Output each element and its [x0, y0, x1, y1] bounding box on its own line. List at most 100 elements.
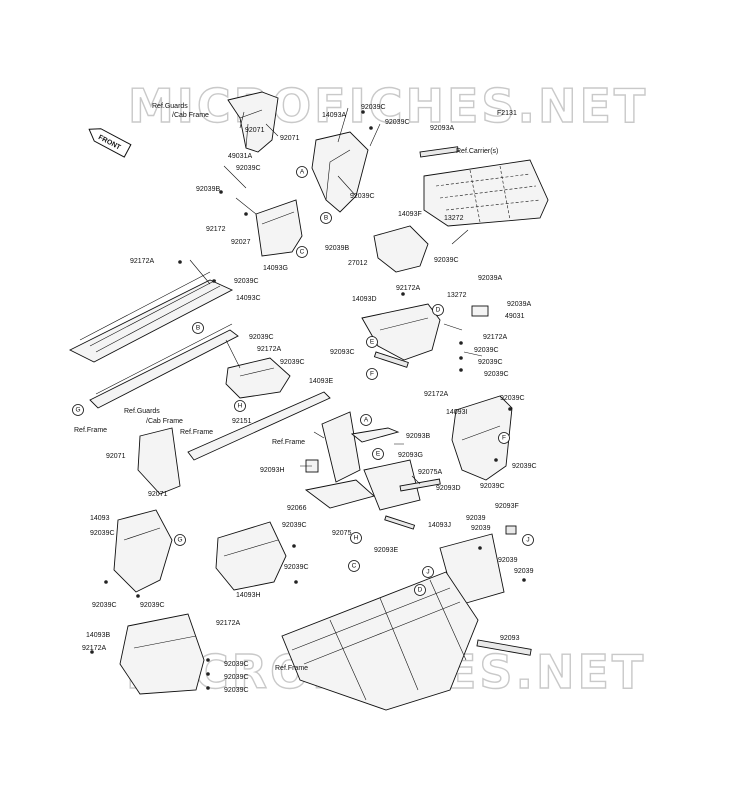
svg-text:E: E [370, 339, 375, 346]
part-label: 14093B [86, 632, 110, 639]
part-label: 92093B [406, 433, 430, 440]
part-label: 92039 [471, 525, 491, 532]
part-label: 92039C [361, 104, 386, 111]
reference-text: /Cab Frame [172, 112, 209, 119]
strip-92093c [373, 351, 409, 368]
part-label: 92093G [398, 452, 423, 459]
callout-marker: D [432, 304, 444, 316]
callout-marker: F [366, 368, 378, 380]
guard-14093 [113, 509, 173, 593]
part-label: 14093A [322, 112, 346, 119]
part-label: 92039C [224, 674, 249, 681]
callout-marker: G [72, 404, 84, 416]
part-label: 14093E [309, 378, 333, 385]
part-label: 14093D [352, 296, 377, 303]
part-label: 92039C [512, 463, 537, 470]
svg-text:C: C [300, 249, 305, 256]
svg-text:H: H [354, 535, 359, 542]
clamp-49031 [471, 305, 489, 317]
svg-text:B: B [196, 325, 200, 332]
guard-14093b [119, 613, 205, 695]
part-label: 92172A [424, 391, 448, 398]
callout-marker: H [350, 532, 362, 544]
reference-text: Ref.Guards [124, 408, 160, 415]
part-label: 92039C [350, 193, 375, 200]
part-label: 92039C [478, 359, 503, 366]
part-label: 92172A [82, 645, 106, 652]
part-label: 92075 [332, 530, 352, 537]
part-label: 14093F [398, 211, 422, 218]
part-label: 92071 [280, 135, 300, 142]
part-label: 92039 [498, 557, 518, 564]
lower-side-rail [89, 323, 239, 409]
part-label: 92093H [260, 467, 285, 474]
svg-text:D: D [436, 307, 441, 314]
guard-14093h [215, 521, 287, 591]
part-label: 13272 [444, 215, 464, 222]
guard-14093f [373, 225, 429, 273]
svg-text:G: G [75, 407, 80, 414]
main-frame [281, 571, 532, 711]
bracket-14093d [361, 303, 441, 361]
part-label: 92093A [430, 125, 454, 132]
guard-14093a [311, 131, 369, 213]
svg-text:A: A [300, 169, 305, 176]
part-label: 92039B [325, 245, 349, 252]
part-label: 14093 [90, 515, 110, 522]
part-label: 92071 [106, 453, 126, 460]
callout-marker: J [522, 534, 534, 546]
reference-text: /Cab Frame [146, 418, 183, 425]
part-label: 92039C [484, 371, 509, 378]
svg-text:J: J [526, 537, 529, 544]
part-label: 92172A [216, 620, 240, 627]
svg-text:G: G [177, 537, 182, 544]
part-label: 92093D [436, 485, 461, 492]
bracket-14093e [225, 357, 291, 399]
callout-marker: D [414, 584, 426, 596]
strip-92093a [419, 146, 459, 158]
part-label: 92093C [330, 349, 355, 356]
part-label: 92039C [385, 119, 410, 126]
leader-lines [189, 107, 483, 485]
callout-marker: F [498, 432, 510, 444]
part-labels: F2131 14093A 92039C 92039C 92093A 92071 … [82, 104, 537, 694]
part-label: 92039C [224, 661, 249, 668]
part-label: 92039C [280, 359, 305, 366]
reference-text: Ref.Frame [74, 427, 107, 434]
svg-text:F: F [370, 371, 374, 378]
part-label: 92066 [287, 505, 307, 512]
part-label: 14093I [446, 409, 467, 416]
part-label: 92172A [396, 285, 420, 292]
part-label: 92071 [245, 127, 265, 134]
part-label: 92027 [231, 239, 251, 246]
part-label: 92039C [284, 564, 309, 571]
part-label: 92172A [257, 346, 281, 353]
part-label: 92075A [418, 469, 442, 476]
part-label: 92039C [434, 257, 459, 264]
callout-marker: H [234, 400, 246, 412]
reference-text: Ref.Frame [180, 429, 213, 436]
part-label: 14093C [236, 295, 261, 302]
part-label: 92039C [236, 165, 261, 172]
part-label: 92151 [232, 418, 252, 425]
callout-marker: A [296, 166, 308, 178]
svg-text:C: C [352, 563, 357, 570]
part-label: 92093 [500, 635, 520, 642]
part-label: 27012 [348, 260, 368, 267]
cross-beam-92151 [187, 391, 331, 461]
part-label: 92172 [206, 226, 226, 233]
center-frame-assembly [304, 411, 441, 530]
front-arrow-badge: FRONT [88, 128, 132, 158]
side-rail-14093c [68, 271, 234, 363]
part-label: F2131 [497, 110, 517, 117]
part-label: 92039C [234, 278, 259, 285]
callout-marker: G [174, 534, 186, 546]
part-label: 92039C [480, 483, 505, 490]
part-label: 92039C [500, 395, 525, 402]
reference-text: Ref.Carrier(s) [456, 148, 498, 155]
svg-text:A: A [364, 417, 369, 424]
part-label: 14093G [263, 265, 288, 272]
carrier-plate [423, 159, 549, 227]
svg-text:H: H [238, 403, 243, 410]
